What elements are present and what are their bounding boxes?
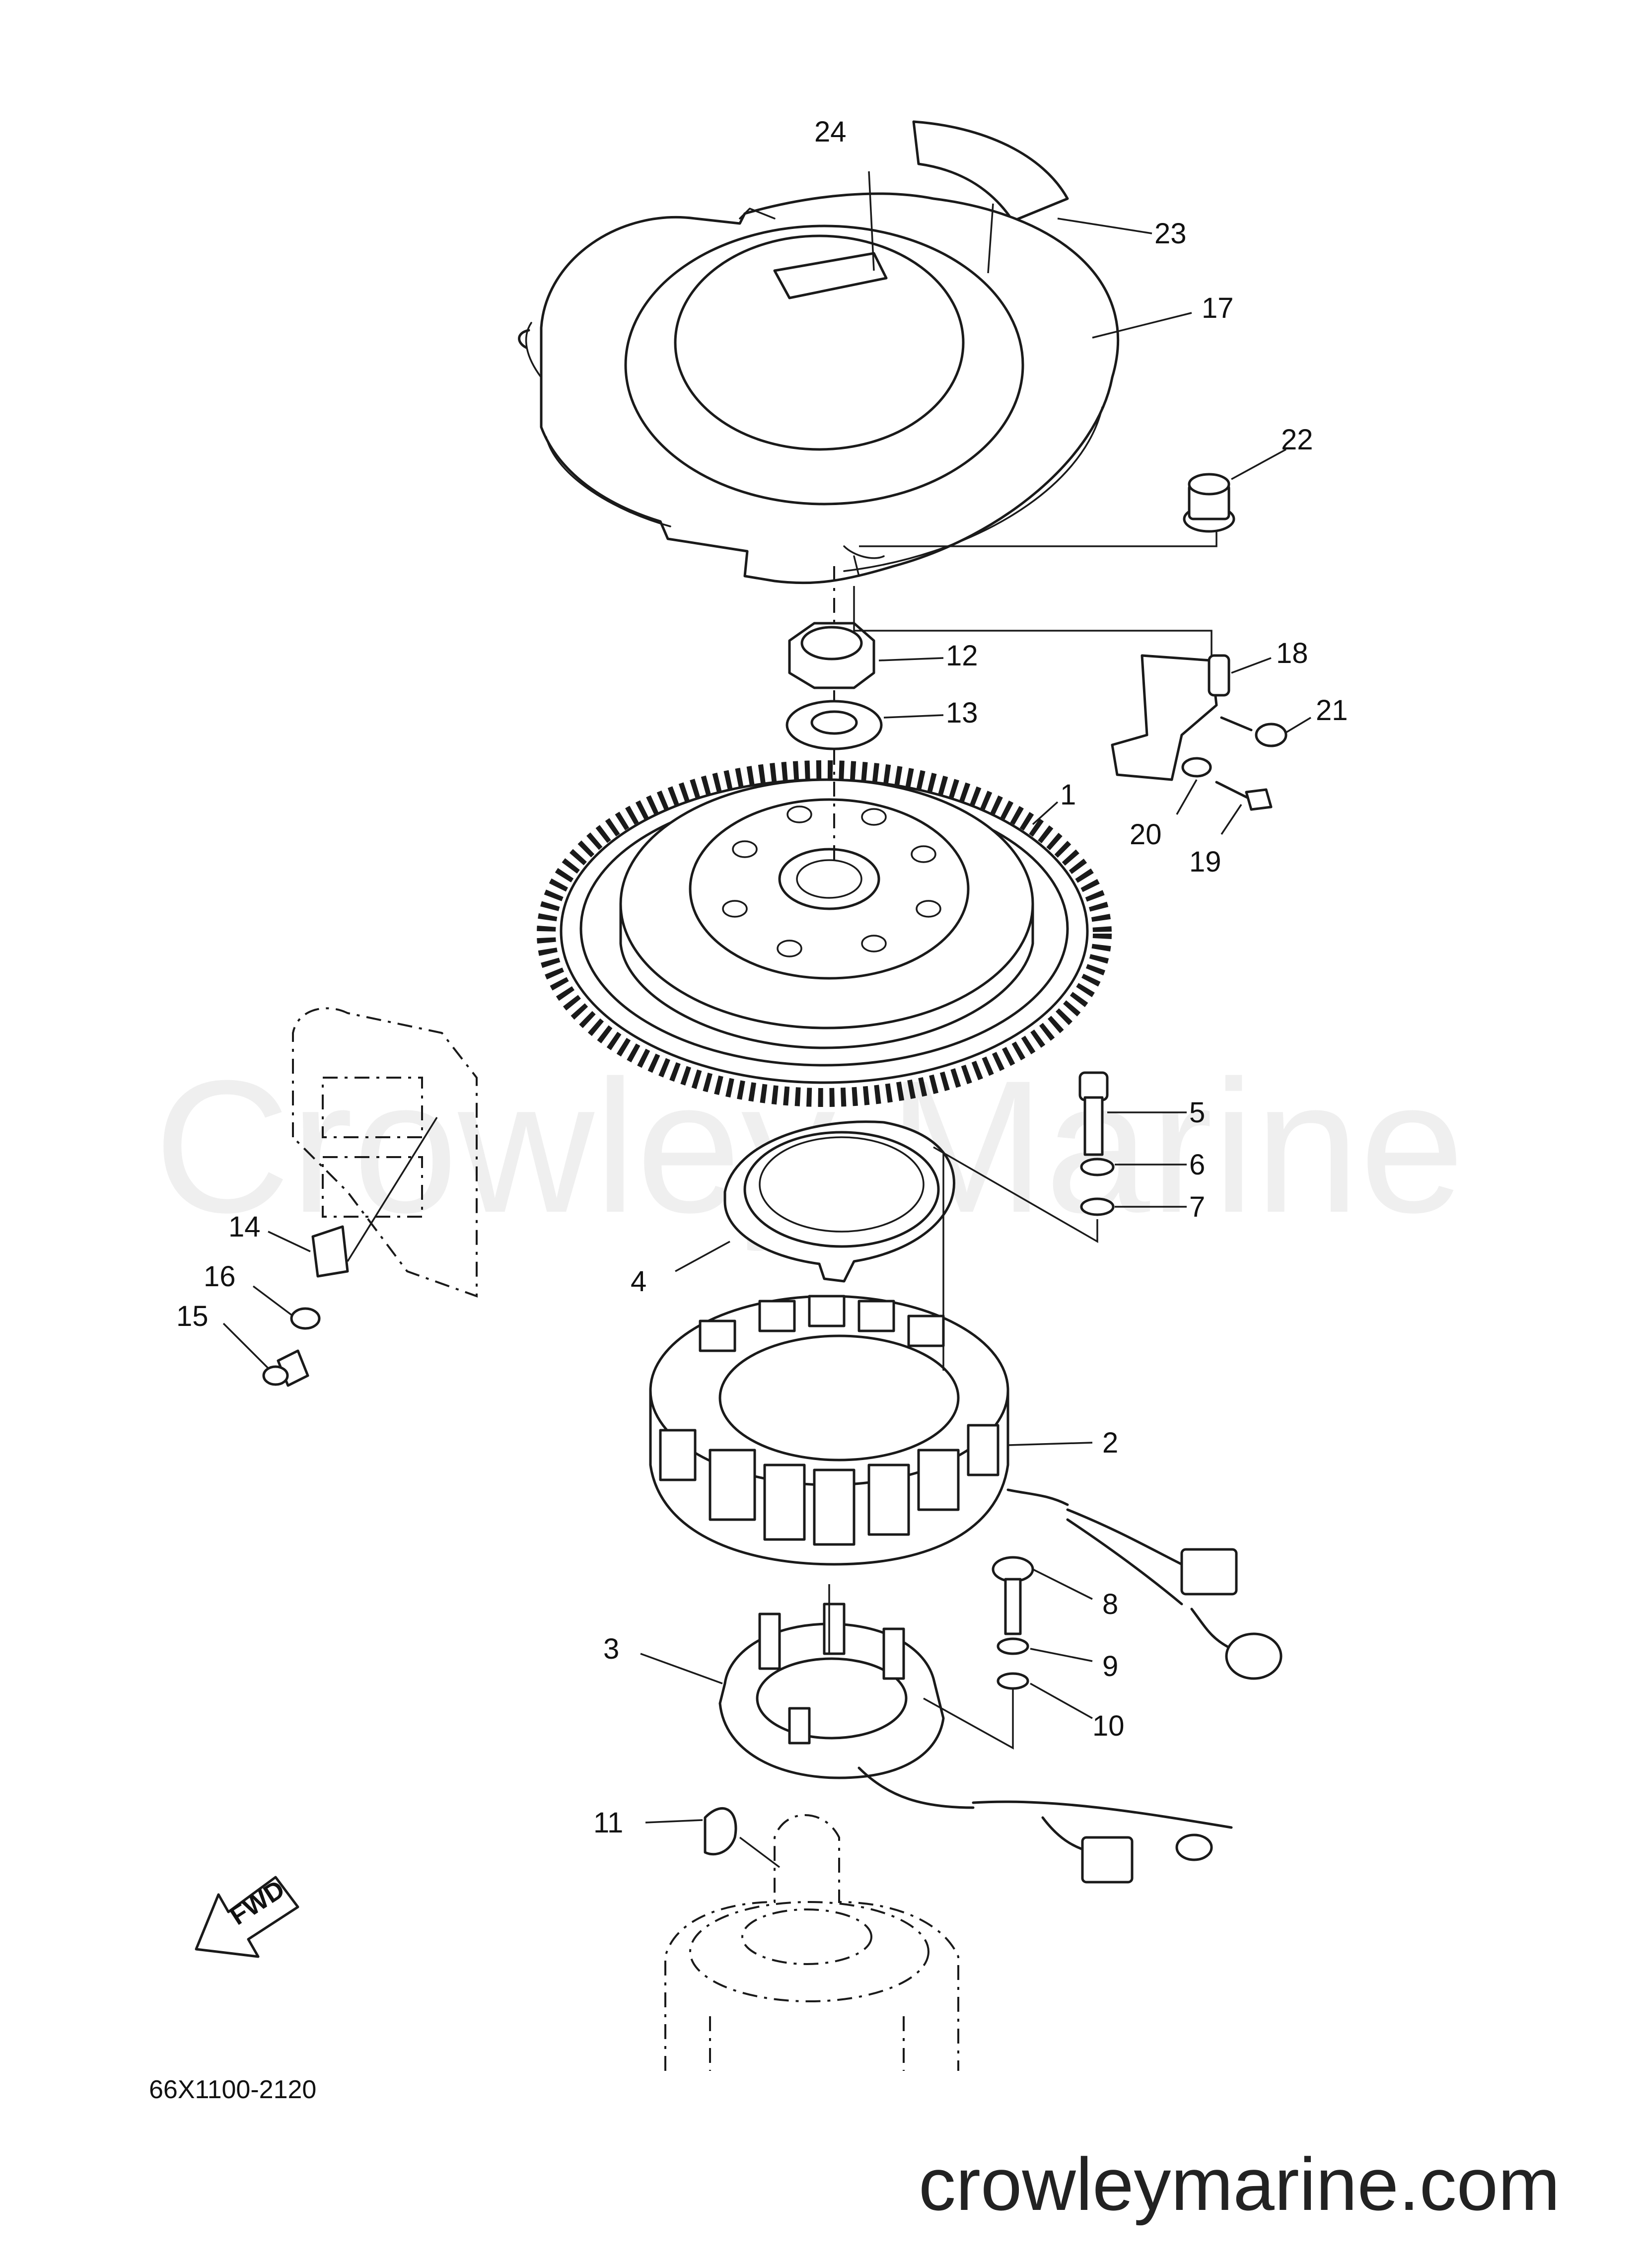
part-23-decal: [912, 120, 1069, 222]
callout-20: 20: [1130, 818, 1162, 851]
callout-7: 7: [1189, 1191, 1205, 1223]
callout-11: 11: [593, 1807, 623, 1839]
part-18-bracket: [1111, 654, 1230, 781]
part-14-holder: [311, 1225, 349, 1278]
side-bracket-outline: [292, 1007, 478, 1298]
part-15-screw: [262, 1349, 309, 1387]
callout-13: 13: [946, 697, 978, 729]
callout-labels: 1 2 3 4 5 6 7 8 9 10 11 12 13 14 15 16 1…: [176, 116, 1348, 1839]
part-10-washer: [997, 1672, 1029, 1690]
part-22-grommet: [1183, 473, 1235, 533]
callout-19: 19: [1189, 846, 1221, 878]
callout-14: 14: [228, 1211, 261, 1243]
callout-8: 8: [1102, 1588, 1118, 1620]
site-url: crowleymarine.com: [919, 2142, 1560, 2226]
part-20-washer: [1181, 757, 1212, 778]
part-6-lock-washer: [1080, 1158, 1115, 1176]
part-1-flywheel: [537, 760, 1112, 1107]
part-3-pulser-coil: [718, 1603, 945, 1779]
part-12-flywheel-nut: [788, 622, 875, 689]
part-8-screw: [992, 1556, 1034, 1635]
pulser-harness-connector: [857, 1766, 1233, 1884]
callout-17: 17: [1202, 292, 1234, 324]
part-21-pin: [1220, 716, 1287, 747]
callout-15: 15: [176, 1300, 209, 1332]
part-17-flywheel-cover: [518, 192, 1119, 585]
callout-16: 16: [204, 1260, 236, 1293]
callout-4: 4: [631, 1265, 646, 1298]
part-4-ring-plate: [723, 1120, 955, 1283]
callout-5: 5: [1189, 1097, 1205, 1129]
callout-9: 9: [1102, 1650, 1118, 1683]
part-11-woodruff-key: [704, 1807, 737, 1856]
callout-2: 2: [1102, 1427, 1118, 1459]
callout-23: 23: [1154, 218, 1187, 250]
part-7-washer: [1080, 1197, 1115, 1216]
part-24-label-decal: [773, 252, 888, 299]
callout-21: 21: [1316, 694, 1348, 727]
assembly-guide-lines: [347, 531, 1217, 1750]
part-2-stator: [649, 1295, 1069, 1566]
callout-6: 6: [1189, 1149, 1205, 1181]
crankshaft-powerhead: [664, 1814, 959, 2071]
callout-22: 22: [1281, 424, 1313, 456]
part-19-bolt: [1215, 781, 1273, 811]
part-5-bolt: [1078, 1071, 1109, 1156]
leader-lines: [222, 171, 1311, 1868]
part-16-washer: [290, 1307, 321, 1330]
callout-1: 1: [1060, 779, 1076, 811]
part-9-lock-washer: [997, 1637, 1029, 1655]
callout-3: 3: [603, 1633, 619, 1665]
callout-24: 24: [814, 116, 847, 148]
fwd-arrow-icon: FWD: [195, 1875, 299, 1958]
callout-10: 10: [1092, 1710, 1125, 1742]
diagram-code: 66X1100-2120: [149, 2075, 316, 2104]
callout-12: 12: [946, 640, 978, 672]
callout-18: 18: [1276, 637, 1308, 669]
stator-harness-connector: [1066, 1508, 1283, 1680]
part-13-washer: [785, 700, 883, 750]
